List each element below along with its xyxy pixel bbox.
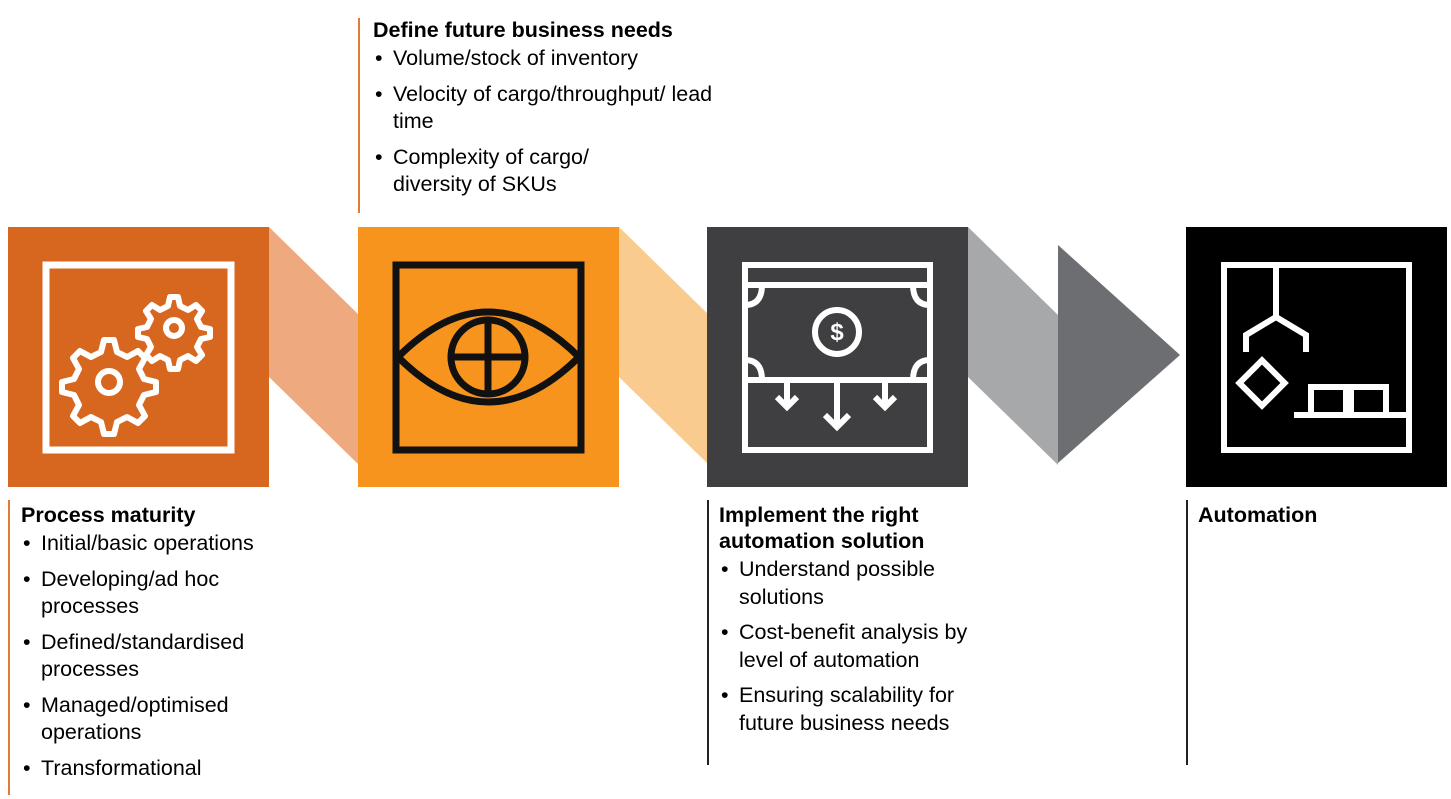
step-3-list: Understand possible solutions Cost-benef… (719, 556, 1019, 737)
money-cost-icon: $ (742, 262, 933, 453)
step-1-text: Process maturity Initial/basic operation… (21, 502, 321, 790)
step-3-block: $ (707, 227, 968, 487)
step-1-title: Process maturity (21, 503, 196, 527)
gears-icon (42, 261, 235, 454)
step-1-block (8, 227, 269, 487)
eye-crosshair-icon (392, 261, 585, 454)
list-item: Initial/basic operations (21, 530, 321, 558)
step-4-title: Automation (1198, 503, 1318, 527)
step-3-accent-line (707, 500, 709, 765)
list-item: Cost-benefit analysis by level of automa… (719, 619, 1009, 674)
step-2-text: Define future business needs Volume/stoc… (373, 17, 773, 207)
list-item: Defined/standardised processes (21, 629, 311, 684)
list-item: Ensuring scalability for future business… (719, 682, 1009, 737)
step-1-accent-line (8, 500, 10, 795)
step-4-text: Automation (1198, 502, 1438, 530)
step-4-accent-line (1186, 500, 1188, 765)
step-2-title: Define future business needs (373, 18, 673, 42)
list-item: Managed/optimised operations (21, 692, 291, 747)
step-2-block (358, 227, 619, 487)
step-4-block (1186, 227, 1447, 487)
step-3-title: Implement the right automation solution (719, 503, 925, 553)
list-item: Velocity of cargo/throughput/ lead time (373, 81, 733, 136)
step-2-list: Volume/stock of inventory Velocity of ca… (373, 45, 773, 199)
step-3-text: Implement the right automation solution … (719, 502, 1019, 745)
step-2-accent-line (358, 18, 360, 213)
step-1-list: Initial/basic operations Developing/ad h… (21, 530, 321, 782)
list-item: Developing/ad hoc processes (21, 566, 281, 621)
list-item: Transformational (21, 755, 321, 783)
robotic-arm-icon (1221, 262, 1412, 453)
list-item: Volume/stock of inventory (373, 45, 773, 73)
svg-text:$: $ (830, 319, 844, 346)
list-item: Complexity of cargo/ diversity of SKUs (373, 144, 663, 199)
list-item: Understand possible solutions (719, 556, 999, 611)
